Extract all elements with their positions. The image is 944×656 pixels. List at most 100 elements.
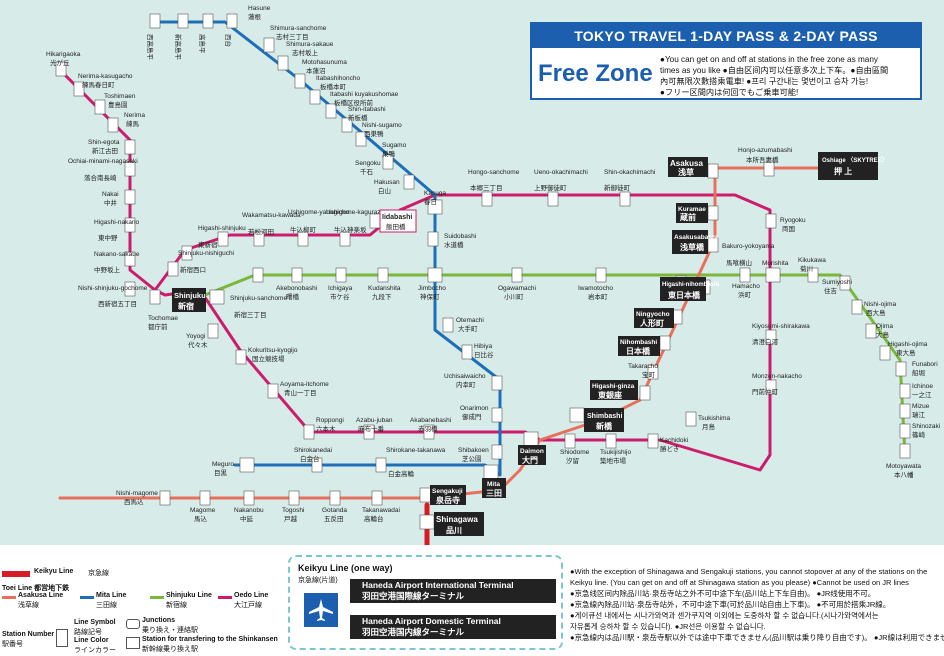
station-marker[interactable]: [177, 13, 189, 29]
station-marker[interactable]: [217, 231, 229, 247]
station-marker[interactable]: [55, 61, 67, 77]
haneda-domestic-station[interactable]: Haneda Airport Domestic Terminal 羽田空港国内線…: [350, 615, 556, 639]
station-marker[interactable]: [149, 289, 161, 305]
station-marker[interactable]: [423, 424, 435, 440]
station-marker[interactable]: [199, 490, 211, 506]
station-marker[interactable]: [267, 383, 279, 399]
station-marker[interactable]: [899, 443, 911, 459]
station-marker[interactable]: [73, 81, 85, 97]
station-marker[interactable]: [341, 117, 353, 133]
station-marker[interactable]: [209, 289, 225, 305]
station-marker[interactable]: [291, 267, 303, 283]
station-marker[interactable]: [481, 191, 493, 207]
station-marker[interactable]: [839, 275, 851, 291]
station-marker[interactable]: [763, 161, 775, 177]
station-marker[interactable]: [124, 251, 136, 267]
station-marker[interactable]: [511, 267, 523, 283]
station-marker[interactable]: [288, 490, 300, 506]
station-marker[interactable]: [371, 490, 383, 506]
station-marker[interactable]: [369, 213, 381, 229]
station-label: Takaracho: [628, 363, 658, 370]
station-marker[interactable]: [899, 423, 911, 439]
station-marker[interactable]: [124, 189, 136, 205]
station-marker[interactable]: [167, 261, 179, 277]
station-marker[interactable]: [899, 403, 911, 419]
station-marker[interactable]: [419, 514, 435, 530]
station-marker[interactable]: [547, 191, 559, 207]
station-marker[interactable]: [647, 364, 659, 380]
station-marker[interactable]: [879, 345, 891, 361]
station-marker[interactable]: [895, 361, 907, 377]
station-marker[interactable]: [159, 490, 171, 506]
station-marker[interactable]: [707, 163, 719, 179]
station-marker[interactable]: [491, 375, 503, 391]
station-marker[interactable]: [899, 383, 911, 399]
station-marker[interactable]: [377, 267, 389, 283]
station-marker[interactable]: [483, 464, 499, 480]
station-marker[interactable]: [851, 299, 863, 315]
station-marker[interactable]: [605, 433, 617, 449]
station-label: 市ケ谷: [330, 292, 350, 301]
station-marker[interactable]: [263, 37, 275, 53]
station-marker[interactable]: [124, 281, 136, 297]
station-marker[interactable]: [865, 323, 877, 339]
station-marker[interactable]: [181, 245, 193, 261]
station-marker[interactable]: [564, 433, 576, 449]
station-marker[interactable]: [309, 89, 321, 105]
station-marker[interactable]: [403, 174, 415, 190]
station-marker[interactable]: [297, 231, 309, 247]
station-marker[interactable]: [226, 13, 238, 29]
station-marker[interactable]: [253, 231, 265, 247]
station-marker[interactable]: [355, 131, 367, 147]
station-marker[interactable]: [382, 154, 394, 170]
station-marker[interactable]: [765, 267, 781, 283]
station-marker[interactable]: [427, 267, 443, 283]
station-marker[interactable]: [107, 117, 119, 133]
station-marker[interactable]: [491, 407, 503, 423]
station-marker[interactable]: [207, 323, 219, 339]
station-marker[interactable]: [294, 73, 306, 89]
station-marker[interactable]: [311, 457, 323, 473]
station-marker[interactable]: [685, 411, 697, 427]
station-label: Morishita: [762, 260, 789, 267]
station-marker[interactable]: [124, 217, 136, 233]
station-marker[interactable]: [363, 424, 375, 440]
station-marker[interactable]: [595, 267, 607, 283]
station-marker[interactable]: [124, 161, 136, 177]
station-marker[interactable]: [765, 329, 777, 345]
station-marker[interactable]: [235, 349, 247, 365]
station-marker[interactable]: [335, 267, 347, 283]
station-marker[interactable]: [325, 103, 337, 119]
station-marker[interactable]: [639, 385, 651, 401]
station-label: 麻布十番: [358, 424, 385, 433]
station-marker[interactable]: [239, 457, 255, 473]
station-marker[interactable]: [523, 431, 539, 447]
station-marker[interactable]: [124, 139, 136, 155]
station-marker[interactable]: [619, 191, 631, 207]
station-marker[interactable]: [707, 205, 719, 221]
station-marker[interactable]: [765, 379, 777, 395]
station-marker[interactable]: [94, 99, 106, 115]
station-marker[interactable]: [461, 344, 473, 360]
station-marker[interactable]: [765, 213, 777, 229]
station-marker[interactable]: [807, 267, 819, 283]
station-marker[interactable]: [149, 13, 161, 29]
station-marker[interactable]: [442, 317, 454, 333]
station-marker[interactable]: [659, 335, 671, 351]
haneda-international-station[interactable]: Haneda Airport International Terminal 羽田…: [350, 579, 556, 603]
station-marker[interactable]: [427, 231, 439, 247]
station-label: 清澄白河: [752, 337, 779, 346]
station-marker[interactable]: [329, 490, 341, 506]
station-marker[interactable]: [491, 444, 503, 460]
station-marker[interactable]: [569, 407, 585, 423]
station-marker[interactable]: [277, 55, 289, 71]
station-marker[interactable]: [202, 13, 214, 29]
station-marker[interactable]: [427, 199, 443, 215]
station-marker[interactable]: [303, 424, 315, 440]
station-marker[interactable]: [252, 267, 264, 283]
station-marker[interactable]: [739, 267, 751, 283]
station-marker[interactable]: [243, 490, 255, 506]
station-marker[interactable]: [647, 433, 659, 449]
station-marker[interactable]: [339, 231, 351, 247]
station-marker[interactable]: [375, 457, 387, 473]
